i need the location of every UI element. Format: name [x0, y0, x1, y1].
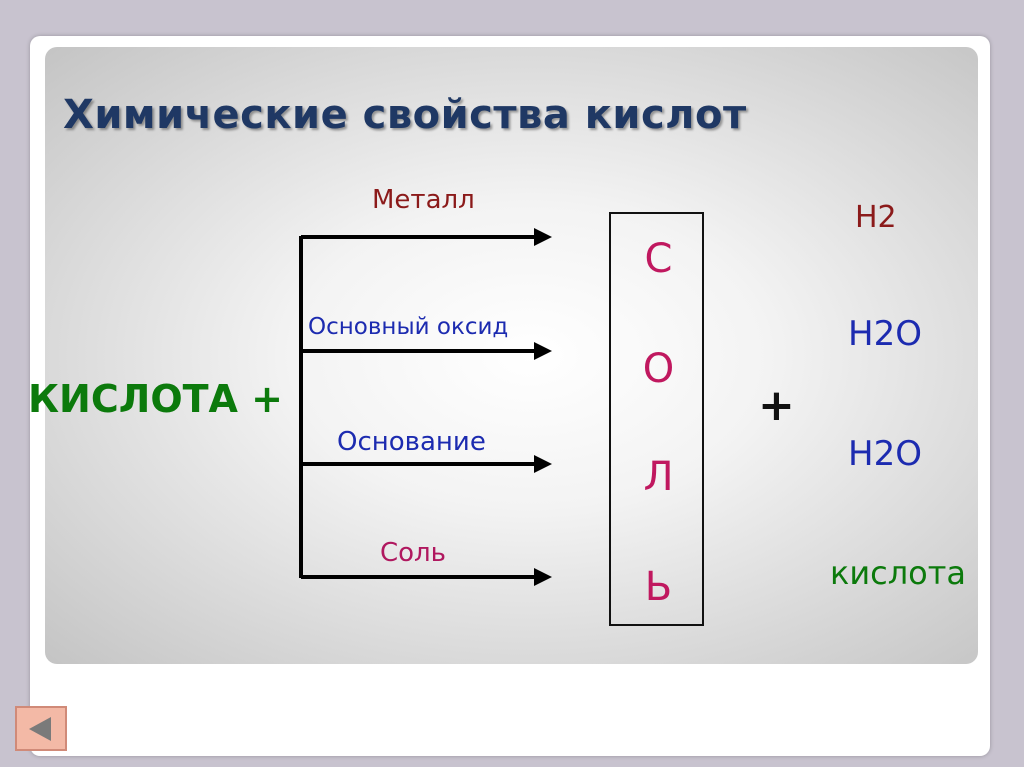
byproduct-acid: кислота — [830, 554, 966, 592]
salt-letter: Л — [643, 454, 674, 500]
byproduct-water-1: H2O — [848, 314, 922, 354]
reagent-metal: Металл — [372, 185, 475, 215]
slide-canvas — [45, 47, 978, 664]
reagent-basic-oxide: Основный оксид — [308, 314, 509, 340]
byproduct-hydrogen: H2 — [855, 200, 897, 235]
back-button[interactable] — [15, 706, 67, 751]
salt-letter: Ь — [644, 564, 673, 610]
salt-letter: С — [644, 236, 673, 282]
byproduct-water-2: H2O — [848, 434, 922, 474]
salt-product-box: С О Л Ь — [609, 212, 704, 626]
acid-reactant: КИСЛОТА + — [28, 377, 284, 421]
reagent-base: Основание — [337, 427, 486, 457]
left-triangle-icon — [29, 717, 51, 741]
salt-letter: О — [642, 346, 675, 392]
reagent-salt: Соль — [380, 538, 447, 568]
plus-sign: + — [758, 380, 795, 431]
slide-title: Химические свойства кислот — [63, 92, 747, 138]
